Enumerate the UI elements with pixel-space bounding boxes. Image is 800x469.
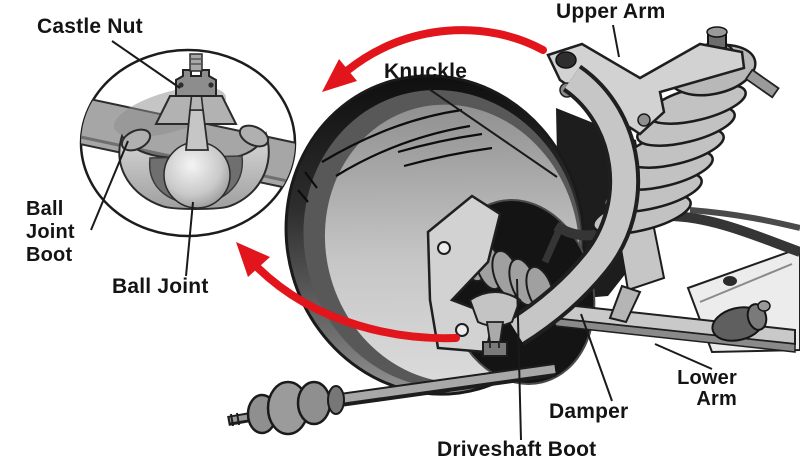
ball-joint-label: Ball Joint	[112, 275, 209, 298]
lower-arm-label: Lower Arm	[677, 367, 737, 410]
castle-nut-label: Castle Nut	[37, 15, 143, 38]
mount-bolt	[744, 68, 780, 99]
driveshaft-boot-label: Driveshaft Boot	[437, 438, 597, 461]
ball-joint-leader	[185, 201, 194, 277]
damper-label: Damper	[549, 400, 629, 423]
driveshaft-boot-leader	[516, 278, 522, 441]
upper-arm-label: Upper Arm	[556, 0, 666, 23]
castle-nut-leader	[111, 40, 181, 89]
knuckle-shape	[507, 64, 641, 346]
lower-ball-joint	[468, 291, 522, 357]
knuckle-label: Knuckle	[384, 60, 468, 83]
red-arrow-top	[322, 26, 547, 92]
castle-nut-shape	[175, 69, 217, 97]
ball-joint-boot-leader	[90, 140, 129, 231]
tread-grooves	[297, 108, 493, 203]
upper-arm-leader	[612, 24, 620, 58]
boot-lip-left	[120, 128, 152, 152]
leader-lines	[90, 24, 713, 441]
lower-arm-bushing	[711, 300, 771, 342]
ball-joint-ball	[163, 141, 231, 209]
red-arrow-bottom	[236, 242, 460, 343]
boot-lip-right	[238, 124, 270, 148]
ball-joint-boot-label: Ball Joint Boot	[26, 198, 75, 266]
lower-arm-leader	[654, 343, 713, 370]
ball-joint-inset	[79, 48, 297, 238]
damper-leader	[580, 313, 613, 402]
stud-tip	[189, 53, 203, 72]
knuckle-leader	[428, 88, 558, 178]
